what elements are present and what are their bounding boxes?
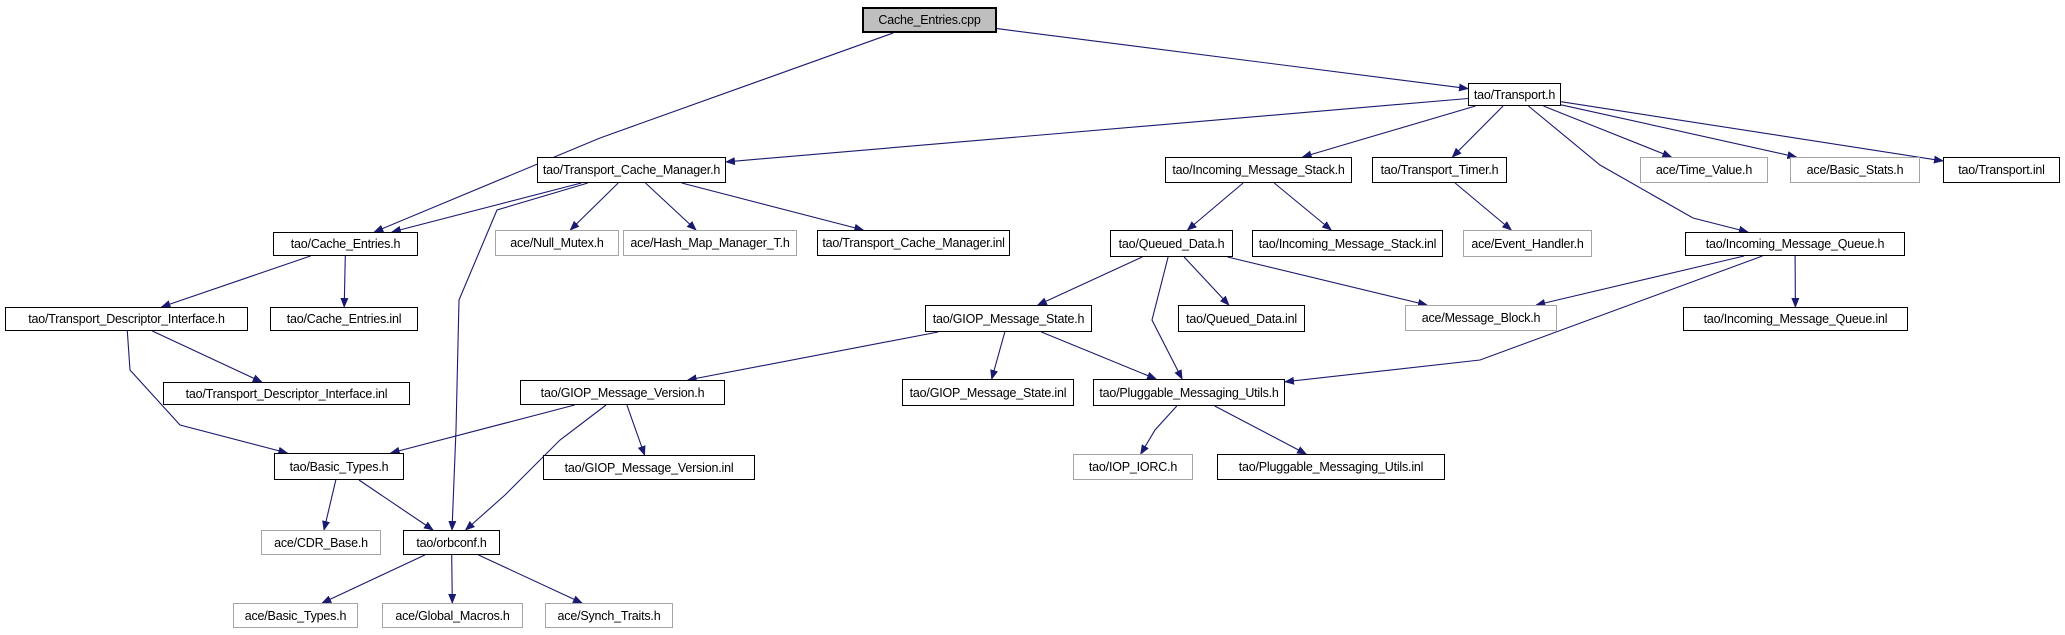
edge-transport_descriptor_interface_h-to-transport_descriptor_interface_inl: [152, 330, 263, 383]
edge-queued_data_h-to-message_block_h: [1227, 256, 1428, 307]
node-synch_traits_h: ace/Synch_Traits.h: [545, 603, 673, 628]
node-hash_map_manager_t_h: ace/Hash_Map_Manager_T.h: [623, 230, 797, 256]
edge-cache_entries_h-to-cache_entries_inl: [340, 255, 349, 308]
node-cache_entries_h[interactable]: tao/Cache_Entries.h: [273, 232, 418, 256]
edge-incoming_message_stack_h-to-queued_data_h: [1186, 182, 1244, 231]
node-transport_timer_h[interactable]: tao/Transport_Timer.h: [1372, 157, 1507, 183]
node-pluggable_messaging_utils_inl[interactable]: tao/Pluggable_Messaging_Utils.inl: [1217, 454, 1445, 480]
node-global_macros_h: ace/Global_Macros.h: [382, 603, 523, 628]
node-event_handler_h: ace/Event_Handler.h: [1463, 230, 1592, 257]
edge-giop_message_version_h-to-basic_types_h: [389, 404, 575, 455]
edge-transport_timer_h-to-event_handler_h: [1454, 182, 1513, 231]
node-transport_h[interactable]: tao/Transport.h: [1468, 83, 1561, 106]
node-giop_message_version_inl[interactable]: tao/GIOP_Message_Version.inl: [543, 455, 755, 480]
edge-orbconf_h-to-synch_traits_h: [478, 554, 583, 604]
node-transport_descriptor_interface_h[interactable]: tao/Transport_Descriptor_Interface.h: [5, 307, 248, 331]
edge-queued_data_h-to-giop_message_state_h: [1036, 256, 1143, 306]
edge-transport_h-to-time_value_h: [1543, 105, 1673, 158]
edge-transport_h-to-basic_stats_h: [1560, 104, 1798, 159]
node-null_mutex_h: ace/Null_Mutex.h: [495, 230, 619, 256]
edge-transport_cache_manager_h-to-null_mutex_h: [569, 182, 619, 231]
node-queued_data_inl[interactable]: tao/Queued_Data.inl: [1178, 305, 1305, 332]
edge-transport_cache_manager_h-to-transport_cache_manager_inl: [681, 182, 865, 232]
edge-transport_cache_manager_h-to-orbconf_h: [448, 182, 588, 531]
edge-orbconf_h-to-ace_basic_types_h: [321, 554, 426, 604]
edge-giop_message_version_h-to-orbconf_h: [464, 404, 607, 531]
edge-transport_h-to-transport_cache_manager_h: [725, 97, 1469, 166]
edge-transport_h-to-transport_inl: [1560, 101, 1944, 164]
edge-giop_message_version_h-to-giop_message_version_inl: [626, 404, 646, 456]
edge-basic_types_h-to-cdr_base_h: [322, 479, 337, 531]
node-incoming_message_stack_inl[interactable]: tao/Incoming_Message_Stack.inl: [1252, 230, 1443, 257]
edge-queued_data_h-to-pluggable_messaging_utils_h: [1151, 256, 1183, 380]
node-queued_data_h[interactable]: tao/Queued_Data.h: [1110, 230, 1233, 257]
edge-queued_data_h-to-queued_data_inl: [1183, 256, 1230, 306]
node-transport_cache_manager_inl[interactable]: tao/Transport_Cache_Manager.inl: [817, 230, 1010, 256]
node-incoming_message_stack_h[interactable]: tao/Incoming_Message_Stack.h: [1165, 157, 1352, 183]
edge-incoming_message_queue_h-to-pluggable_messaging_utils_h: [1284, 255, 1763, 385]
node-incoming_message_queue_inl[interactable]: tao/Incoming_Message_Queue.inl: [1683, 307, 1908, 331]
edge-giop_message_state_h-to-pluggable_messaging_utils_h: [1041, 331, 1158, 380]
node-cache_entries_inl[interactable]: tao/Cache_Entries.inl: [270, 307, 418, 331]
node-time_value_h: ace/Time_Value.h: [1640, 157, 1768, 183]
edge-giop_message_state_h-to-giop_message_state_inl: [990, 331, 1006, 380]
node-ace_basic_types_h: ace/Basic_Types.h: [233, 603, 358, 628]
node-transport_descriptor_interface_inl[interactable]: tao/Transport_Descriptor_Interface.inl: [163, 382, 410, 405]
node-giop_message_version_h[interactable]: tao/GIOP_Message_Version.h: [520, 380, 725, 405]
node-transport_inl[interactable]: tao/Transport.inl: [1943, 157, 2060, 183]
edge-basic_types_h-to-orbconf_h: [358, 479, 434, 531]
edge-pluggable_messaging_utils_h-to-iop_iorc_h: [1140, 405, 1178, 455]
node-pluggable_messaging_utils_h[interactable]: tao/Pluggable_Messaging_Utils.h: [1093, 379, 1285, 406]
edge-transport_cache_manager_h-to-hash_map_manager_t_h: [645, 182, 697, 231]
edge-cache_entries_h-to-transport_descriptor_interface_h: [160, 255, 311, 308]
node-message_block_h: ace/Message_Block.h: [1405, 305, 1557, 331]
edge-cache_entries_cpp-to-transport_h: [996, 28, 1469, 92]
edge-transport_descriptor_interface_h-to-basic_types_h: [126, 330, 289, 455]
node-giop_message_state_h[interactable]: tao/GIOP_Message_State.h: [925, 305, 1092, 332]
edge-incoming_message_queue_h-to-message_block_h: [1535, 255, 1745, 307]
edge-transport_h-to-incoming_message_stack_h: [1301, 105, 1476, 159]
edge-transport_h-to-transport_timer_h: [1451, 105, 1504, 158]
edge-cache_entries_cpp-to-cache_entries_h: [373, 32, 894, 233]
edge-orbconf_h-to-global_macros_h: [448, 554, 457, 604]
node-basic_types_h[interactable]: tao/Basic_Types.h: [274, 453, 404, 480]
node-iop_iorc_h: tao/IOP_IORC.h: [1073, 454, 1193, 480]
node-giop_message_state_inl[interactable]: tao/GIOP_Message_State.inl: [902, 379, 1074, 406]
node-cdr_base_h: ace/CDR_Base.h: [261, 530, 381, 555]
node-incoming_message_queue_h[interactable]: tao/Incoming_Message_Queue.h: [1685, 232, 1905, 256]
edge-transport_h-to-incoming_message_queue_h: [1528, 105, 1749, 234]
node-transport_cache_manager_h[interactable]: tao/Transport_Cache_Manager.h: [537, 157, 726, 183]
node-orbconf_h[interactable]: tao/orbconf.h: [403, 530, 500, 555]
edge-incoming_message_stack_h-to-incoming_message_stack_inl: [1273, 182, 1332, 231]
edge-giop_message_state_h-to-giop_message_version_h: [686, 331, 939, 383]
edge-pluggable_messaging_utils_h-to-pluggable_messaging_utils_inl: [1214, 405, 1308, 455]
node-basic_stats_h: ace/Basic_Stats.h: [1790, 157, 1920, 183]
edge-transport_cache_manager_h-to-cache_entries_h: [390, 182, 582, 234]
node-cache_entries_cpp: Cache_Entries.cpp: [862, 7, 997, 33]
